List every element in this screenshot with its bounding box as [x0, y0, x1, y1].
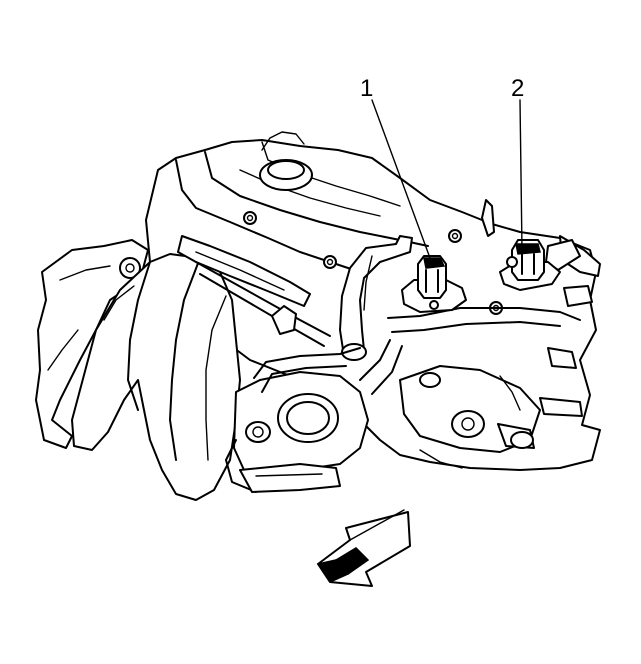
- callout-label-1: 1: [360, 75, 373, 102]
- pipe-assembly: [253, 307, 581, 395]
- right-bracket: [481, 199, 601, 307]
- throttle-body: [225, 371, 369, 493]
- callout-label-2: 2: [511, 75, 524, 102]
- front-direction-arrow-icon: [316, 509, 411, 587]
- lower-housing: [399, 347, 583, 469]
- callout-leaders: [371, 99, 523, 259]
- intake-manifold: [71, 235, 331, 501]
- sensor-1: [401, 255, 467, 313]
- sensor-2: [499, 239, 561, 291]
